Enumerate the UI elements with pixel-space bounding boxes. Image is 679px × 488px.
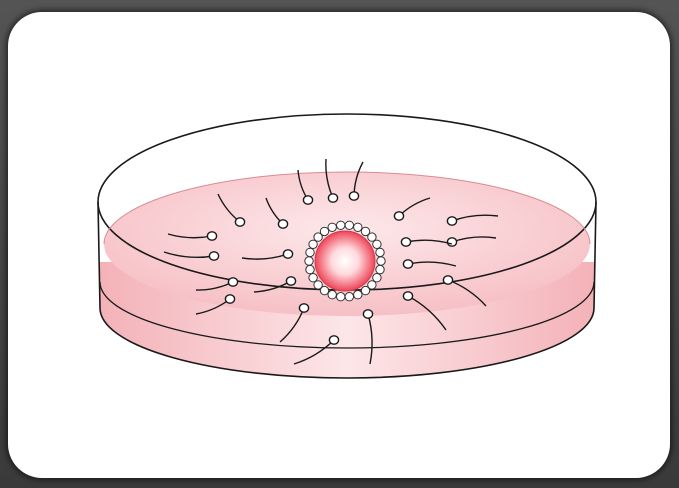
sperm-head (447, 217, 456, 225)
sperm-head (403, 292, 412, 300)
corona-cell (373, 274, 381, 282)
corona-cell (305, 257, 313, 265)
corona-cell (376, 248, 384, 256)
corona-cell (377, 257, 385, 265)
sperm-head (328, 194, 337, 202)
corona-cell (361, 286, 369, 294)
corona-cell (314, 281, 322, 289)
corona-cell (368, 233, 376, 241)
corona-cell (376, 265, 384, 273)
sperm-head (303, 196, 312, 204)
sperm-head (228, 278, 237, 286)
sperm-head (283, 250, 292, 258)
sperm-head (403, 260, 412, 268)
corona-cell (306, 248, 314, 256)
diagram-card (8, 12, 670, 478)
corona-cell (328, 291, 336, 299)
corona-cell (354, 291, 362, 299)
corona-cell (337, 293, 345, 301)
sperm-head (349, 192, 358, 200)
sperm-head (329, 336, 338, 344)
sperm-head (394, 212, 403, 220)
corona-cell (373, 240, 381, 248)
sperm-head (443, 276, 452, 284)
sperm-head (207, 232, 216, 240)
corona-cell (345, 221, 353, 229)
petri-dish-diagram (8, 12, 670, 478)
corona-cell (309, 274, 317, 282)
dish-left-edge (98, 202, 100, 308)
corona-cell (306, 265, 314, 273)
corona-cell (328, 223, 336, 231)
corona-cell (345, 293, 353, 301)
egg-nucleus-body (315, 231, 375, 291)
dish-right-edge (594, 202, 596, 308)
sperm-head (225, 295, 234, 303)
corona-cell (320, 227, 328, 235)
sperm-head (299, 304, 308, 312)
sperm-head (401, 238, 410, 246)
sperm-head (363, 310, 372, 318)
sperm-head (209, 252, 218, 260)
corona-cell (309, 240, 317, 248)
corona-cell (337, 221, 345, 229)
sperm-head (447, 238, 456, 246)
corona-cell (354, 223, 362, 231)
egg-cell-icon (305, 221, 385, 301)
sperm-head (278, 220, 287, 228)
sperm-head (235, 218, 244, 226)
sperm-head (286, 277, 295, 285)
